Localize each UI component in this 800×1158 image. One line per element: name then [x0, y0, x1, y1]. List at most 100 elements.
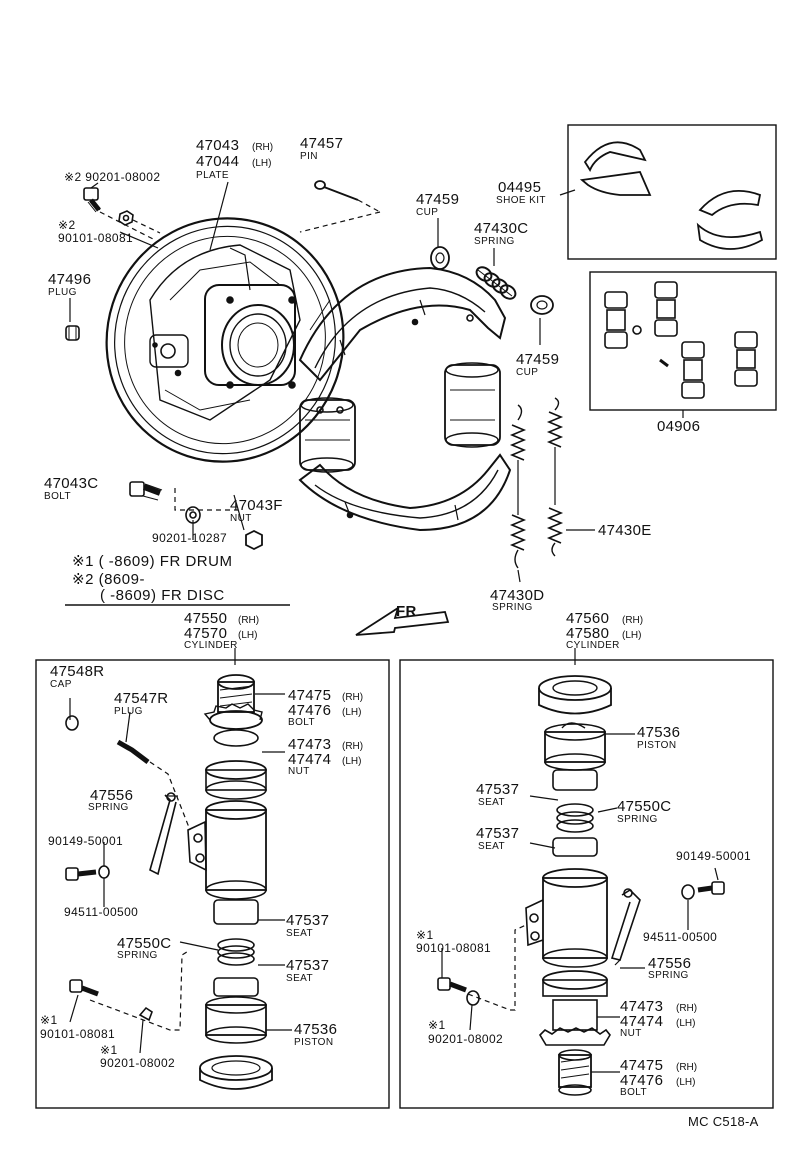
label-right-90149: 90149-50001: [676, 849, 752, 863]
label-right-47476-side: (LH): [676, 1077, 696, 1088]
label-47043: 47043: [196, 138, 239, 153]
note-3-range: ( -8609): [100, 587, 157, 604]
label-left-47537a: 47537: [286, 912, 330, 929]
left-cyl-title-num1: 47550: [184, 610, 228, 627]
right-leader-lines: [441, 733, 719, 1073]
label-spring-c: SPRING: [474, 236, 515, 247]
label-04495: 04495: [498, 179, 542, 196]
label-right-47550c: 47550C: [617, 798, 672, 815]
label-47043f: 47043F: [230, 497, 283, 514]
drum-wheel-cylinder: [444, 362, 501, 448]
pin-47457-drawing: [299, 180, 381, 233]
adjuster-assembly: [299, 397, 356, 473]
right-cylinder-parts: [437, 675, 725, 1096]
label-47459-a: 47459: [416, 191, 460, 208]
label-47043-side: (RH): [252, 142, 274, 153]
leader-lines-top: [69, 181, 576, 583]
note-2: ※2 (8609-: [72, 570, 145, 588]
label-left-47473-side: (RH): [342, 741, 364, 752]
label-right-seat-b: SEAT: [478, 841, 505, 852]
label-cup-a: CUP: [416, 207, 439, 218]
cup-47459-top: [430, 246, 450, 270]
label-left-47537b: 47537: [286, 957, 330, 974]
label-left-90149: 90149-50001: [48, 834, 124, 848]
note-3: ( -8609) FR DISC: [100, 587, 225, 604]
right-cylinder-box: [399, 659, 774, 1109]
label-left-spring: SPRING: [88, 802, 129, 813]
part-number: 47043: [196, 137, 240, 154]
label-right-47473-side: (RH): [676, 1003, 698, 1014]
cup-47459-right: [530, 295, 554, 315]
label-cup-b: CUP: [516, 367, 539, 378]
note-3-text: FR DISC: [161, 587, 225, 604]
backing-plate-drawing: [105, 217, 345, 463]
fr-label: FR: [396, 603, 417, 620]
label-left-seat-a: SEAT: [286, 928, 313, 939]
label-left-47550c: 47550C: [117, 935, 172, 952]
label-left-47473: 47473: [288, 736, 332, 753]
label-47044: 47044: [196, 153, 240, 170]
label-47430d: 47430D: [490, 587, 545, 604]
right-cyl-title-num2: 47580: [566, 625, 610, 642]
left-cyl-title-name: CYLINDER: [184, 640, 238, 651]
label-shoe-kit: SHOE KIT: [496, 195, 546, 206]
label-mark2-top: ※2: [58, 218, 76, 232]
label-47430e: 47430E: [598, 522, 652, 539]
note-1-range: ( -8609): [98, 553, 156, 570]
label-left-mark1-b: ※1: [100, 1043, 118, 1057]
label-47457: 47457: [300, 135, 344, 152]
bolt-47043c-drawing: [129, 481, 238, 511]
label-right-spring-c: SPRING: [617, 814, 658, 825]
label-90201-10287: 90201-10287: [152, 531, 228, 545]
label-left-seat-b: SEAT: [286, 973, 313, 984]
label-right-bolt: BOLT: [620, 1087, 647, 1098]
label-47548r: 47548R: [50, 663, 105, 680]
left-cyl-title-side2: (LH): [238, 630, 258, 641]
label-right-47474-side: (LH): [676, 1018, 696, 1029]
label-right-47474: 47474: [620, 1013, 664, 1030]
label-right-piston: PISTON: [637, 740, 677, 751]
fr-arrow: [355, 605, 450, 636]
brake-shoe-lower: [298, 453, 512, 532]
label-left-90201: 90201-08002: [100, 1056, 176, 1070]
label-right-47537a: 47537: [476, 781, 520, 798]
label-left-mark1-a: ※1: [40, 1013, 58, 1027]
repair-kit-box: [589, 271, 777, 418]
label-right-spring: SPRING: [648, 970, 689, 981]
right-cyl-title-side2: (LH): [622, 630, 642, 641]
label-90101-08081-top: 90101-08081: [58, 231, 134, 245]
label-left-47476-side: (LH): [342, 707, 362, 718]
label-left-47475: 47475: [288, 687, 332, 704]
label-cap: CAP: [50, 679, 72, 690]
left-cyl-title-side1: (RH): [238, 615, 260, 626]
label-47496: 47496: [48, 271, 92, 288]
note-1-text: FR DRUM: [159, 553, 233, 570]
label-plug-top: PLUG: [48, 287, 77, 298]
label-right-47476: 47476: [620, 1072, 664, 1089]
footer-code: MC C518-A: [688, 1114, 759, 1129]
label-pin: PIN: [300, 151, 318, 162]
note-1: ※1 ( -8609) FR DRUM: [72, 552, 232, 570]
right-cyl-title-name: CYLINDER: [566, 640, 620, 651]
spring-47430c: [475, 266, 517, 300]
label-right-mark1-b: ※1: [428, 1018, 446, 1032]
label-right-seat-a: SEAT: [478, 797, 505, 808]
label-right-mark1-a: ※1: [416, 928, 434, 942]
label-right-47475: 47475: [620, 1057, 664, 1074]
label-47430c: 47430C: [474, 220, 529, 237]
label-left-spring-c: SPRING: [117, 950, 158, 961]
label-right-90101: 90101-08081: [416, 941, 492, 955]
label-plate: PLATE: [196, 170, 229, 181]
right-cyl-title-side1: (RH): [622, 615, 644, 626]
label-left-47474-side: (LH): [342, 756, 362, 767]
label-left-47556: 47556: [90, 787, 134, 804]
label-47043c: 47043C: [44, 475, 99, 492]
label-left-47536: 47536: [294, 1021, 338, 1038]
label-left-nut: NUT: [288, 766, 310, 777]
spring-47430d: [509, 404, 527, 569]
label-47547r: 47547R: [114, 690, 169, 707]
label-right-47473: 47473: [620, 998, 664, 1015]
label-left-47476: 47476: [288, 702, 332, 719]
label-04906: 04906: [657, 418, 701, 435]
